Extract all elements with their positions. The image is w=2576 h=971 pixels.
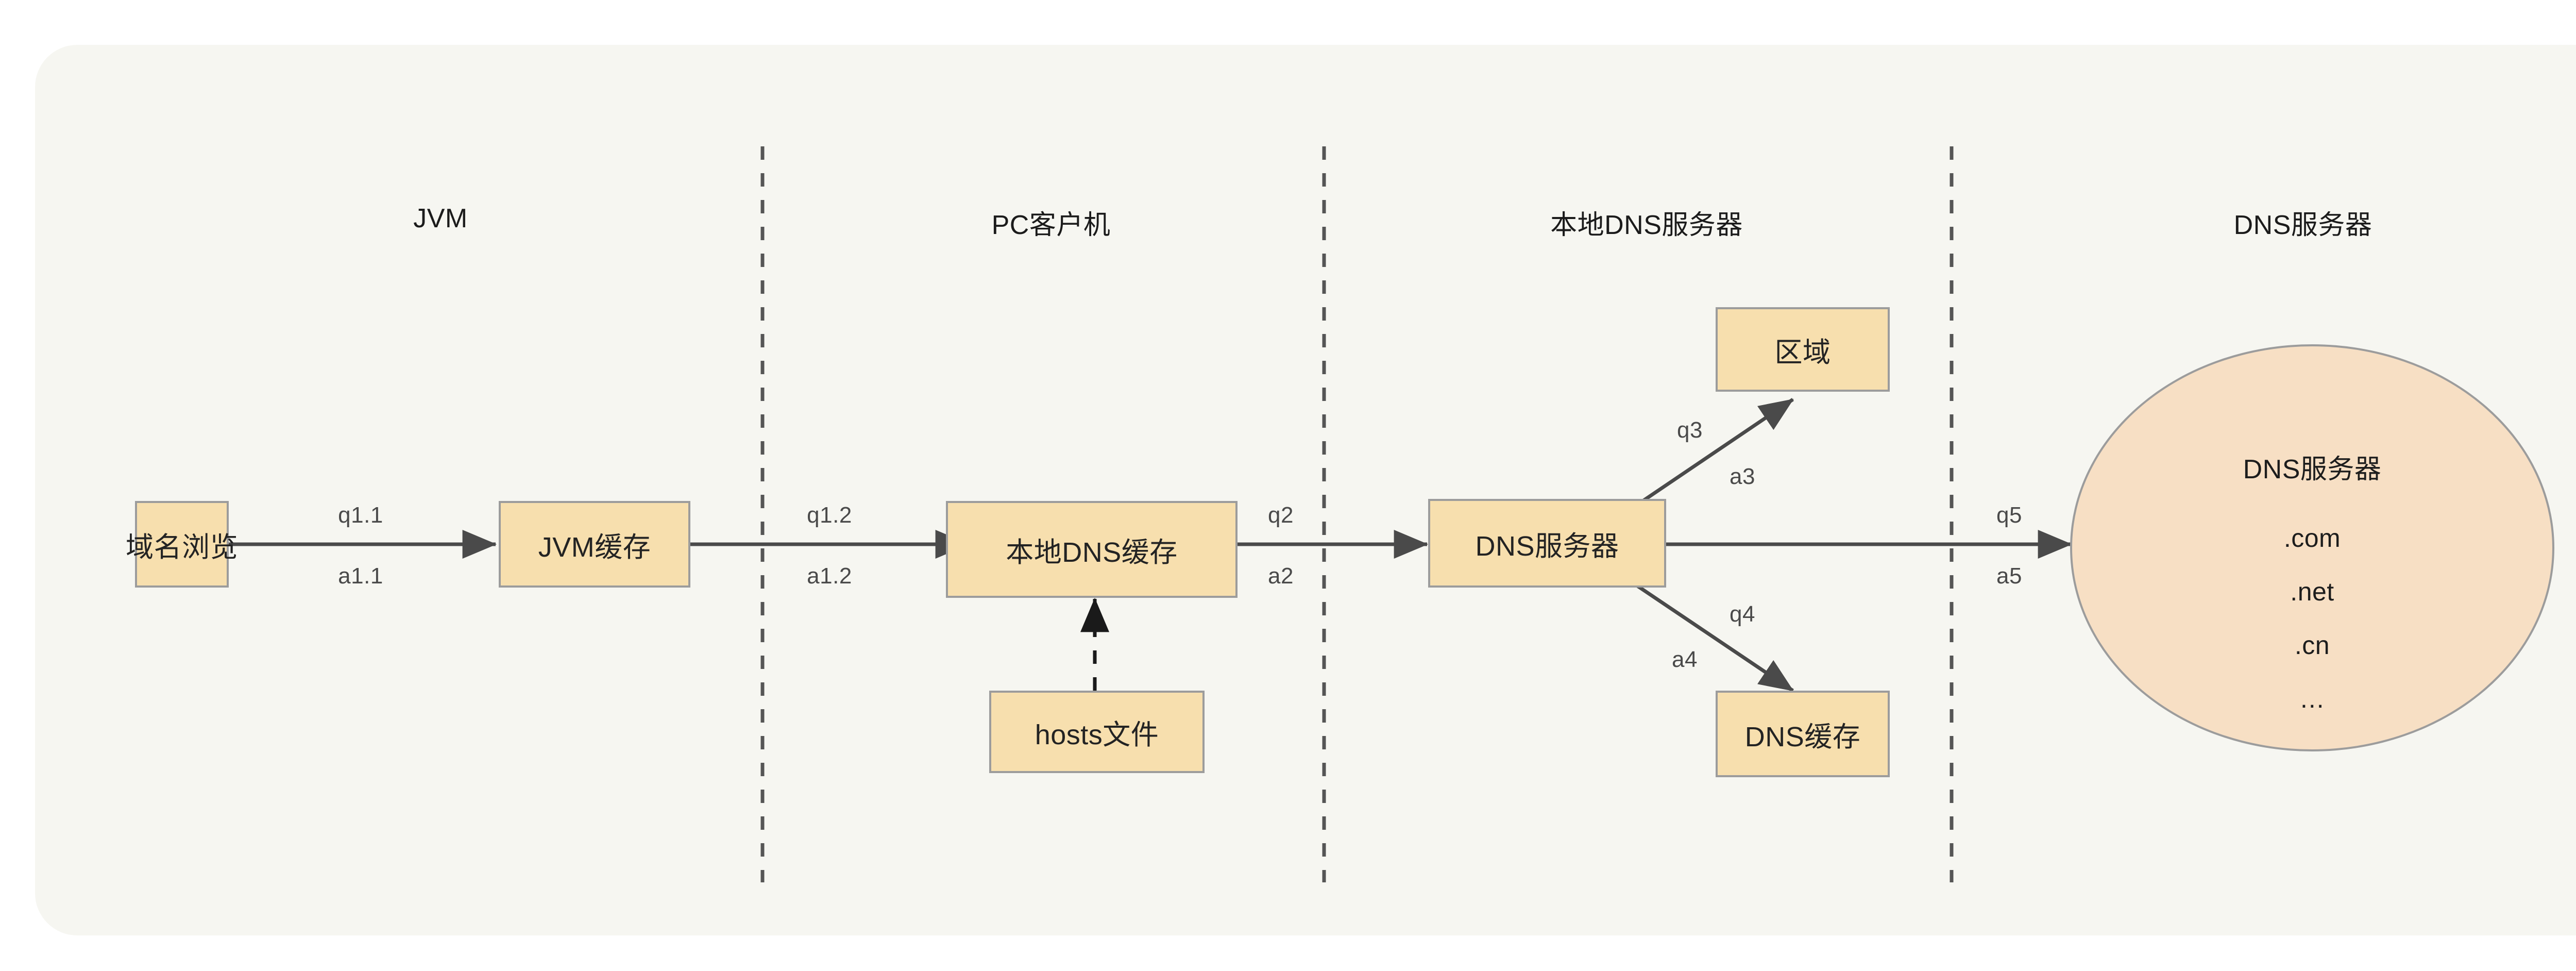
node-dns-server[interactable]: DNS服务器 bbox=[1428, 499, 1666, 588]
cloud-tld-com: .com bbox=[2283, 524, 2341, 553]
edge-label-a4: a4 bbox=[1672, 647, 1698, 672]
node-jvm-cache[interactable]: JVM缓存 bbox=[499, 501, 690, 588]
node-domain-browse[interactable]: 域名浏览 bbox=[126, 501, 238, 588]
node-local-dns-cache[interactable]: 本地DNS缓存 bbox=[946, 501, 1238, 598]
column-title-pc-client: PC客户机 bbox=[991, 210, 1111, 240]
edge-dnsserver-to-zone bbox=[1595, 398, 1794, 540]
edge-label-q5: q5 bbox=[1996, 503, 2022, 528]
edge-label-a1-2: a1.2 bbox=[807, 563, 852, 589]
edge-dnsserver-to-dnscache bbox=[1595, 550, 1794, 692]
edge-label-a3: a3 bbox=[1730, 464, 1755, 489]
node-hosts-file[interactable]: hosts文件 bbox=[989, 691, 1205, 773]
cloud-tld-cn: .cn bbox=[2294, 631, 2330, 660]
column-title-jvm: JVM bbox=[413, 204, 468, 233]
edge-label-q1-2: q1.2 bbox=[807, 503, 852, 528]
edge-label-q3: q3 bbox=[1677, 417, 1703, 443]
edge-label-q4: q4 bbox=[1730, 601, 1755, 627]
node-dns-cache[interactable]: DNS缓存 bbox=[1716, 691, 1890, 777]
cloud-tld-net: .net bbox=[2290, 577, 2334, 606]
edge-label-q2: q2 bbox=[1268, 503, 1294, 528]
column-title-dns-server: DNS服务器 bbox=[2233, 210, 2372, 240]
column-title-local-dns: 本地DNS服务器 bbox=[1550, 210, 1743, 240]
node-zone[interactable]: 区域 bbox=[1716, 307, 1890, 392]
node-dns-server-cloud[interactable]: DNS服务器 .com .net .cn … bbox=[2070, 344, 2554, 751]
edge-label-a5: a5 bbox=[1996, 563, 2022, 589]
edge-label-q1-1: q1.1 bbox=[338, 503, 383, 528]
edge-label-a1-1: a1.1 bbox=[338, 563, 383, 589]
cloud-tld-ellipsis: … bbox=[2299, 684, 2326, 713]
cloud-title: DNS服务器 bbox=[2243, 455, 2382, 484]
edge-label-a2: a2 bbox=[1268, 563, 1294, 589]
